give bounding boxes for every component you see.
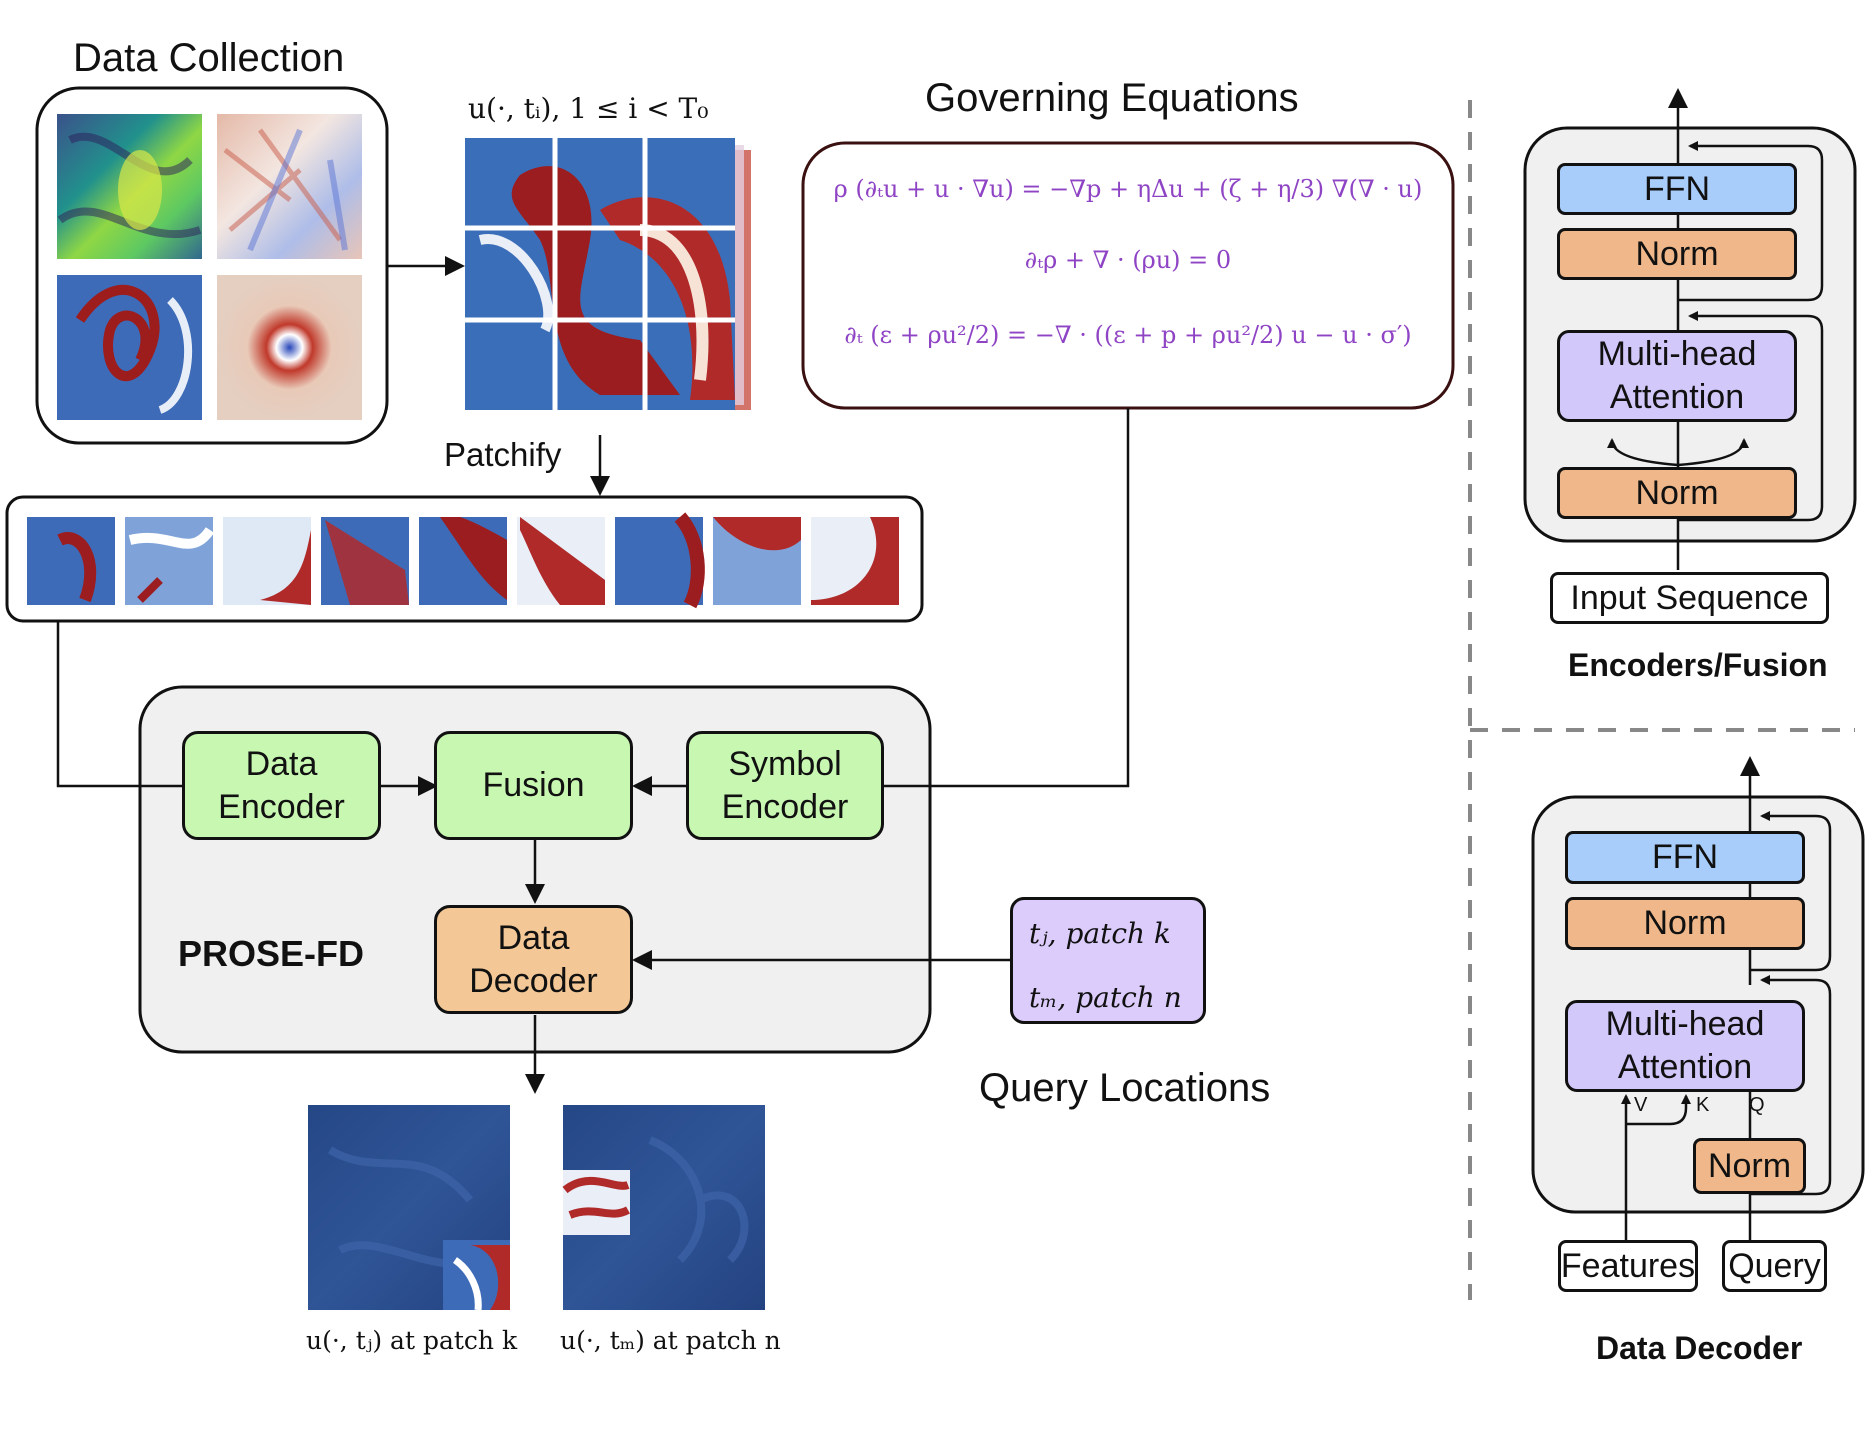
decoder-attention-box: Multi-head Attention: [1565, 1000, 1805, 1092]
decoder-query-label: Query: [1728, 1246, 1821, 1285]
encoder-input-label: Input Sequence: [1570, 578, 1809, 617]
output-caption-n: u(·, tₘ) at patch n: [560, 1326, 781, 1355]
decoder-query-box: Query: [1722, 1240, 1827, 1292]
symbol-encoder-label: Symbol Encoder: [721, 744, 849, 826]
patchify-label: Patchify: [444, 436, 562, 473]
query-1: tⱼ, patch k: [1029, 917, 1171, 950]
fusion-label: Fusion: [482, 766, 585, 804]
encoder-input-box: Input Sequence: [1550, 572, 1829, 624]
momentum-equation: ρ (∂ₜu + u · ∇u) = −∇p + ηΔu + (ζ + η/3)…: [833, 175, 1423, 203]
output-caption-k: u(·, tⱼ) at patch k: [306, 1326, 518, 1355]
query-locations-box: tⱼ, patch k tₘ, patch n: [1010, 897, 1206, 1024]
encoder-ffn-label: FFN: [1643, 169, 1711, 208]
decoder-norm-bottom-label: Norm: [1707, 1146, 1792, 1185]
encoder-norm-bottom-box: Norm: [1557, 467, 1797, 519]
equations-text: ρ (∂ₜu + u · ∇u) = −∇p + ηΔu + (ζ + η/3)…: [803, 143, 1453, 408]
decoder-norm-top-label: Norm: [1643, 904, 1727, 942]
data-decoder-box: Data Decoder: [434, 905, 633, 1014]
decoder-q-label: Q: [1749, 1094, 1765, 1116]
decoder-k-label: K: [1696, 1094, 1710, 1116]
encoder-ffn-box: FFN: [1557, 163, 1797, 215]
decoder-norm-bottom-box: Norm: [1693, 1138, 1806, 1194]
decoder-attention-label: Multi-head Attention: [1605, 1005, 1765, 1086]
encoder-norm-top-box: Norm: [1557, 228, 1797, 280]
energy-equation: ∂ₜ (ε + ρu²/2) = −∇ · ((ε + p + ρu²/2) u…: [844, 321, 1412, 349]
dataset-thumb-kh: [57, 275, 202, 420]
fusion-box: Fusion: [434, 731, 633, 840]
dataset-thumb-vortex: [217, 275, 362, 420]
decoder-features-box: Features: [1558, 1240, 1698, 1292]
data-encoder-box: Data Encoder: [182, 731, 381, 840]
encoder-norm-bottom-label: Norm: [1635, 473, 1719, 512]
symbol-encoder-box: Symbol Encoder: [686, 731, 884, 840]
decoder-ffn-label: FFN: [1651, 838, 1719, 876]
governing-equations-title: Governing Equations: [925, 76, 1299, 120]
patch-row: [27, 512, 899, 609]
continuity-equation: ∂ₜρ + ∇ · (ρu) = 0: [1024, 246, 1232, 274]
data-decoder-label: Data Decoder: [469, 918, 598, 1000]
data-encoder-label: Data Encoder: [218, 744, 345, 826]
decoder-block-title: Data Decoder: [1596, 1330, 1803, 1366]
query-locations-title: Query Locations: [979, 1066, 1271, 1110]
encoder-block-title: Encoders/Fusion: [1568, 647, 1828, 683]
decoder-ffn-box: FFN: [1565, 831, 1805, 884]
model-name: PROSE-FD: [178, 933, 365, 974]
encoder-norm-top-label: Norm: [1635, 234, 1719, 273]
encoder-attention-label: Multi-head Attention: [1597, 335, 1757, 416]
decoder-v-label: V: [1634, 1094, 1648, 1116]
data-collection-title: Data Collection: [73, 36, 345, 80]
decoder-features-label: Features: [1560, 1246, 1696, 1285]
encoder-attention-box: Multi-head Attention: [1557, 330, 1797, 422]
decoder-norm-top-box: Norm: [1565, 897, 1805, 950]
snapshot-label: u(·, tᵢ), 1 ≤ i < T₀: [468, 92, 709, 125]
query-2: tₘ, patch n: [1029, 981, 1182, 1014]
